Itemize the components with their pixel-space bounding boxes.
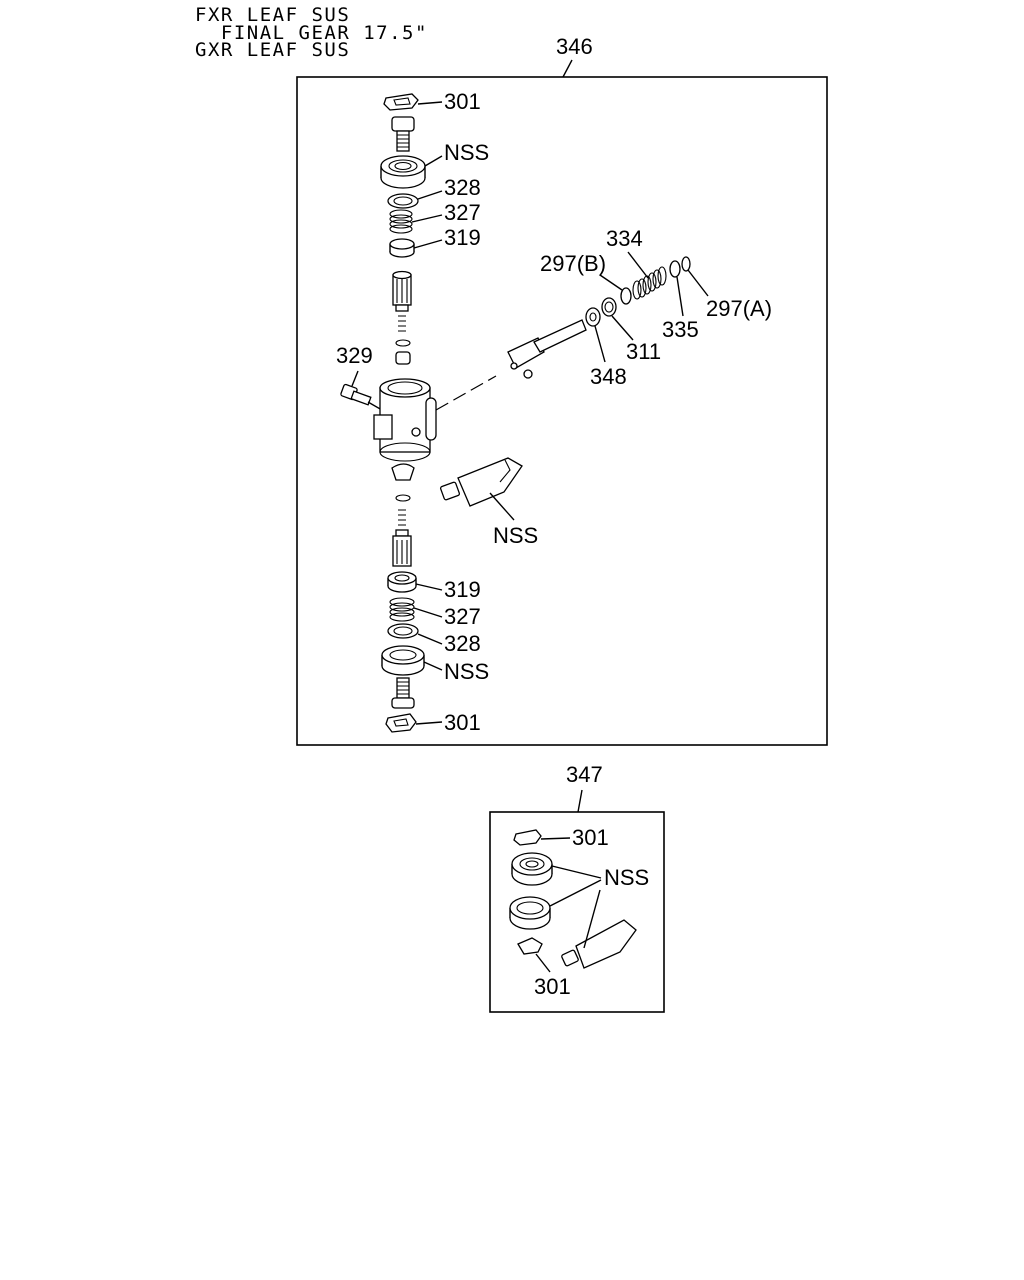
- ring-297b: [620, 287, 632, 305]
- spring-334: [632, 266, 667, 300]
- ring-297a: [681, 256, 691, 272]
- washer-328-bottom: [387, 623, 419, 639]
- gear-housing: [373, 378, 437, 462]
- assembly-guide-line: [435, 375, 497, 411]
- assembly-347-frame: [489, 811, 665, 1013]
- label-334: 334: [606, 226, 643, 251]
- kit-label-301-bottom: 301: [534, 974, 571, 999]
- label-301-top: 301: [444, 89, 481, 114]
- adjuster-311: [601, 297, 617, 317]
- label-327-bottom: 327: [444, 604, 481, 629]
- assembly-347-number: 347: [566, 762, 603, 787]
- assembly-346-number: 346: [556, 34, 593, 59]
- kit-clip-top: [513, 829, 542, 846]
- label-nss-bottom: NSS: [444, 659, 489, 684]
- header-line-3: GXR LEAF SUS: [195, 39, 351, 61]
- kit-label-nss: NSS: [604, 865, 649, 890]
- label-nss-top: NSS: [444, 140, 489, 165]
- spring-327-top: [389, 209, 413, 234]
- spring-327-bottom: [389, 597, 415, 622]
- adjust-bolt-bottom: [391, 677, 415, 709]
- upper-pinion-shaft: [392, 270, 412, 365]
- seat-335: [669, 260, 681, 278]
- label-335: 335: [662, 317, 699, 342]
- lower-pinion-shaft: [391, 463, 415, 567]
- label-319-top: 319: [444, 225, 481, 250]
- label-348: 348: [590, 364, 627, 389]
- label-328-bottom: 328: [444, 631, 481, 656]
- kit-bearing-1: [511, 852, 553, 886]
- label-301-bottom: 301: [444, 710, 481, 735]
- label-nss-tube: NSS: [493, 523, 538, 548]
- label-311: 311: [626, 339, 661, 364]
- assembly-346-frame: [296, 76, 828, 746]
- label-327-top: 327: [444, 200, 481, 225]
- adjust-bolt-top: [391, 116, 415, 152]
- bearing-top: [380, 155, 426, 189]
- washer-328-top: [387, 193, 419, 209]
- label-297a: 297(A): [706, 296, 772, 321]
- grease-tube: [440, 457, 523, 507]
- bolt-329: [340, 383, 372, 406]
- kit-label-301-top: 301: [572, 825, 609, 850]
- header-line-2: FINAL GEAR 17.5": [195, 22, 428, 44]
- bearing-bottom: [381, 645, 425, 676]
- label-328-top: 328: [444, 175, 481, 200]
- label-319-bottom: 319: [444, 577, 481, 602]
- sector-shaft: [507, 319, 587, 379]
- washer-348: [585, 307, 601, 327]
- header-line-1: FXR LEAF SUS: [195, 4, 351, 26]
- clip-part-bottom: [385, 713, 417, 733]
- kit-clip-bottom: [517, 937, 543, 955]
- seat-319-bottom: [387, 571, 417, 593]
- label-297b: 297(B): [540, 251, 606, 276]
- label-329: 329: [336, 343, 373, 368]
- kit-bearing-2: [509, 896, 551, 930]
- clip-part-top: [383, 93, 419, 111]
- seat-319-top: [389, 238, 415, 258]
- kit-grease-tube: [561, 919, 637, 969]
